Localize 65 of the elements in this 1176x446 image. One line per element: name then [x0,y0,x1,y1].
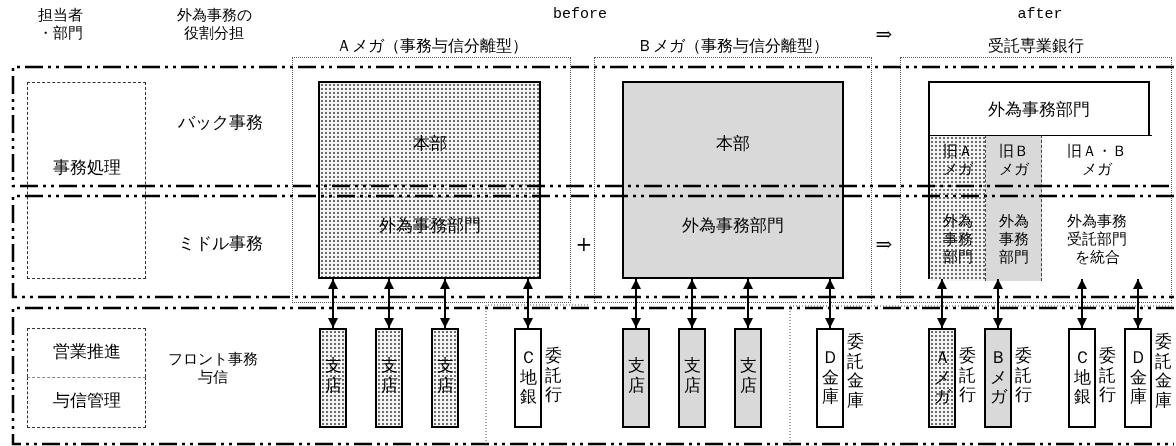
side-note: 委託行 [959,346,976,405]
arrow [687,278,697,329]
cell-label: 外為事務受託部門を統合 [1066,212,1128,266]
operator-sign: + [574,232,594,256]
column-heading: Ｂメガ（事務与信分離型） [636,36,830,56]
operator-sign: ⇒ [874,232,894,256]
role-label: 事務処理 [51,157,122,178]
operator-sign: ⇒ [874,22,894,46]
branch-label: Ｄ金庫 [1130,348,1147,407]
row-label: フロント事務与信 [167,350,259,386]
merged-cell [986,135,1042,281]
branch-label: 支店 [628,356,645,396]
side-note: 委託金庫 [847,332,864,411]
branch-label: 支店 [684,356,701,396]
column-heading: Ａメガ（事務与信分離型） [334,36,529,56]
arrow [384,278,394,329]
box-label: 外為事務部門 [681,215,785,236]
row-label: ミドル事務 [176,233,264,254]
column-header: 担当者・部門 [36,6,84,42]
period-label: after [1016,6,1064,24]
box-label: 本部 [715,133,751,154]
side-note: 委託金庫 [1155,332,1172,411]
arrow [1133,278,1143,329]
column-heading: 受託専業銀行 [987,36,1085,56]
column-header: 外為事務の役割分担 [175,6,253,42]
branch-label: Ｄ金庫 [822,348,839,407]
box-label: 外為事務部門 [377,215,482,236]
cell-label: 旧Ａ・Ｂメガ [1066,142,1128,178]
side-note: 委託行 [1099,346,1116,405]
cell-label: 旧Ａメガ [942,142,974,178]
arrow [993,278,1003,329]
side-note: 委託行 [1015,346,1032,405]
branch-label: Ｂメガ [990,348,1007,407]
merged-cell [930,135,986,281]
department-box [928,81,1150,279]
role-box [27,82,146,279]
arrow [328,278,338,329]
branch-label: 支店 [325,356,342,396]
branch-label: 支店 [740,356,757,396]
side-note: 委託行 [545,346,562,405]
cell-label: 外為事務部門 [942,212,974,266]
branch-label: 支店 [381,356,398,396]
branch-label: 支店 [437,356,454,396]
box-label: 本部 [411,133,448,154]
cell-label: 外為事務部門 [998,212,1030,266]
row-label: バック事務 [176,112,264,133]
department-box [622,81,844,279]
role-label: 営業推進 [51,341,122,362]
cell-label: 旧Ｂメガ [998,142,1030,178]
arrow [937,278,947,329]
arrow [440,278,450,329]
branch-label: Ｃ地銀 [520,348,537,407]
arrow [743,278,753,329]
role-box [27,377,146,428]
arrow [631,278,641,329]
branch-label: Ａメガ [934,348,951,407]
branch-label: Ｃ地銀 [1074,348,1091,407]
arrow [523,278,533,329]
box-label: 外為事務部門 [987,99,1091,120]
role-label: 与信管理 [51,390,122,411]
arrow [825,278,835,329]
role-box [27,328,146,377]
department-box [318,81,541,279]
period-label: before [552,6,608,24]
arrow [1077,278,1087,329]
